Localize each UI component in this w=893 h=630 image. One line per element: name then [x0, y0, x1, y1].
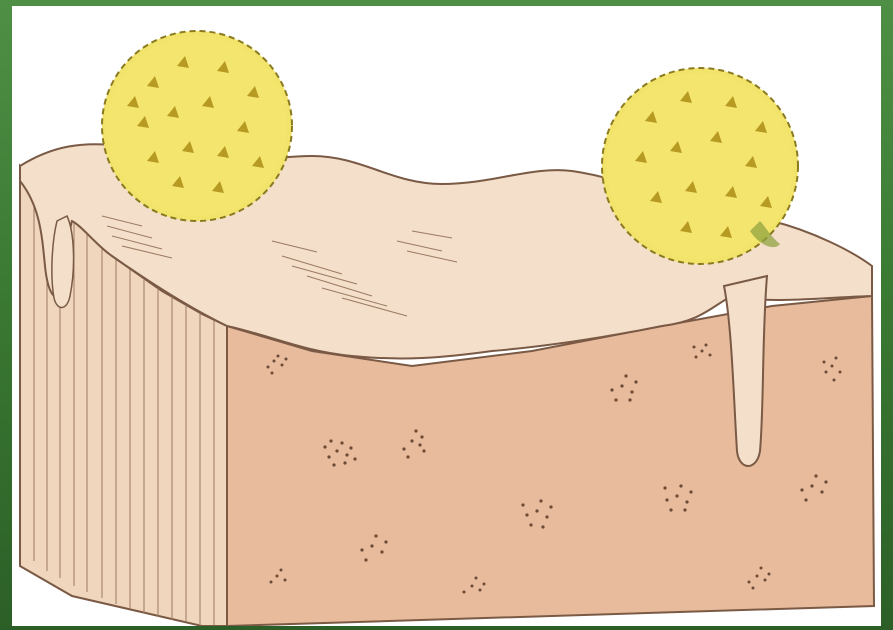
- right-spore-ball: [602, 68, 798, 264]
- illustration-svg: [12, 6, 881, 626]
- illustration-canvas: [12, 6, 881, 626]
- left-spore-ball: [102, 31, 292, 221]
- left-drip: [52, 216, 74, 308]
